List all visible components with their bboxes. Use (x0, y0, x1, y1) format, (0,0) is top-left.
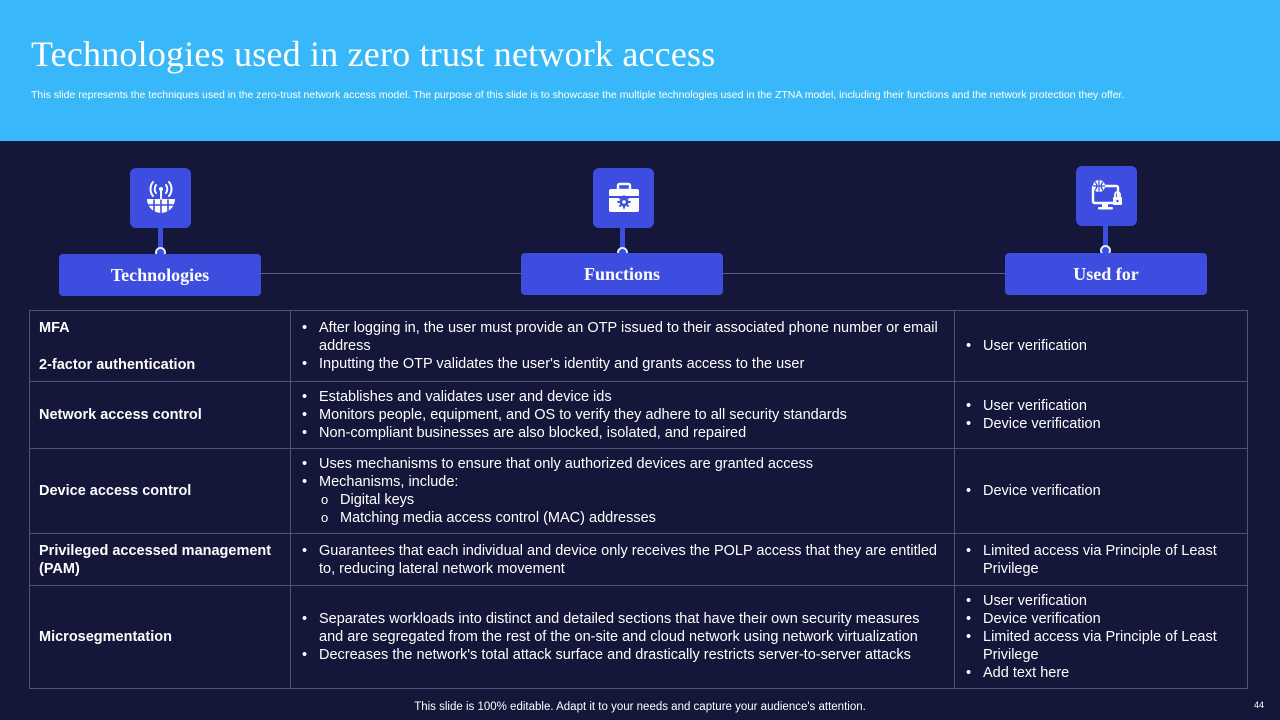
page-subtitle: This slide represents the techniques use… (31, 89, 1125, 101)
tech-cell: MFA 2-factor authentication (29, 310, 291, 382)
used-for-cell: Limited access via Principle of Least Pr… (954, 533, 1248, 586)
functions-header: Functions (521, 253, 723, 295)
toolbox-gear-icon (593, 168, 654, 228)
page-number: 44 (1254, 700, 1265, 710)
header-banner: Technologies used in zero trust network … (0, 0, 1280, 141)
list-item: Separates workloads into distinct and de… (300, 610, 946, 646)
functions-cell: Guarantees that each individual and devi… (290, 533, 955, 586)
list-item: Inputting the OTP validates the user's i… (300, 355, 946, 373)
functions-cell: After logging in, the user must provide … (290, 310, 955, 382)
list-item: After logging in, the user must provide … (300, 319, 946, 355)
used-for-header: Used for (1005, 253, 1207, 295)
tech-cell: Device access control (29, 448, 291, 534)
used-for-cell: User verification (954, 310, 1248, 382)
list-item: Uses mechanisms to ensure that only auth… (300, 455, 946, 473)
table-row: MFA 2-factor authentication After loggin… (29, 310, 1248, 382)
tech-cell: Privileged accessed management (PAM) (29, 533, 291, 586)
sub-list-item: Digital keys (321, 491, 946, 509)
table-row: Privileged accessed management (PAM) Gua… (29, 533, 1248, 586)
list-item: Establishes and validates user and devic… (300, 388, 946, 406)
list-item: Non-compliant businesses are also blocke… (300, 424, 946, 442)
list-item: Limited access via Principle of Least Pr… (964, 542, 1239, 578)
list-item: Device verification (964, 482, 1239, 500)
table-row: Device access control Uses mechanisms to… (29, 448, 1248, 534)
list-item: User verification (964, 592, 1239, 610)
connector-line (261, 273, 521, 274)
list-item: Decreases the network's total attack sur… (300, 646, 946, 664)
list-item: Guarantees that each individual and devi… (300, 542, 946, 578)
used-for-cell: Device verification (954, 448, 1248, 534)
list-item: Device verification (964, 415, 1239, 433)
footer-note: This slide is 100% editable. Adapt it to… (414, 701, 866, 713)
functions-cell: Separates workloads into distinct and de… (290, 585, 955, 689)
connector-line (723, 273, 1005, 274)
list-item: Device verification (964, 610, 1239, 628)
tech-name: MFA (39, 319, 70, 336)
table-row: Network access control Establishes and v… (29, 381, 1248, 449)
connector-stem (1103, 225, 1108, 247)
technologies-table: MFA 2-factor authentication After loggin… (29, 310, 1248, 689)
table-row: Microsegmentation Separates workloads in… (29, 585, 1248, 689)
wireless-globe-icon (130, 168, 191, 228)
used-for-cell: User verification Device verification Li… (954, 585, 1248, 689)
computer-globe-lock-icon (1076, 166, 1137, 226)
tech-subname: 2-factor authentication (39, 356, 196, 373)
list-item: Limited access via Principle of Least Pr… (964, 628, 1239, 664)
sub-list-item: Matching media access control (MAC) addr… (321, 509, 946, 527)
used-for-cell: User verification Device verification (954, 381, 1248, 449)
technologies-header: Technologies (59, 254, 261, 296)
page-title: Technologies used in zero trust network … (31, 34, 716, 74)
functions-cell: Uses mechanisms to ensure that only auth… (290, 448, 955, 534)
list-item: User verification (964, 337, 1239, 355)
tech-cell: Network access control (29, 381, 291, 449)
tech-cell: Microsegmentation (29, 585, 291, 689)
functions-cell: Establishes and validates user and devic… (290, 381, 955, 449)
list-item: User verification (964, 397, 1239, 415)
list-item: Mechanisms, include: (300, 473, 946, 491)
list-item: Add text here (964, 664, 1239, 682)
list-item: Monitors people, equipment, and OS to ve… (300, 406, 946, 424)
connector-stem (620, 227, 625, 249)
connector-stem (158, 227, 163, 249)
